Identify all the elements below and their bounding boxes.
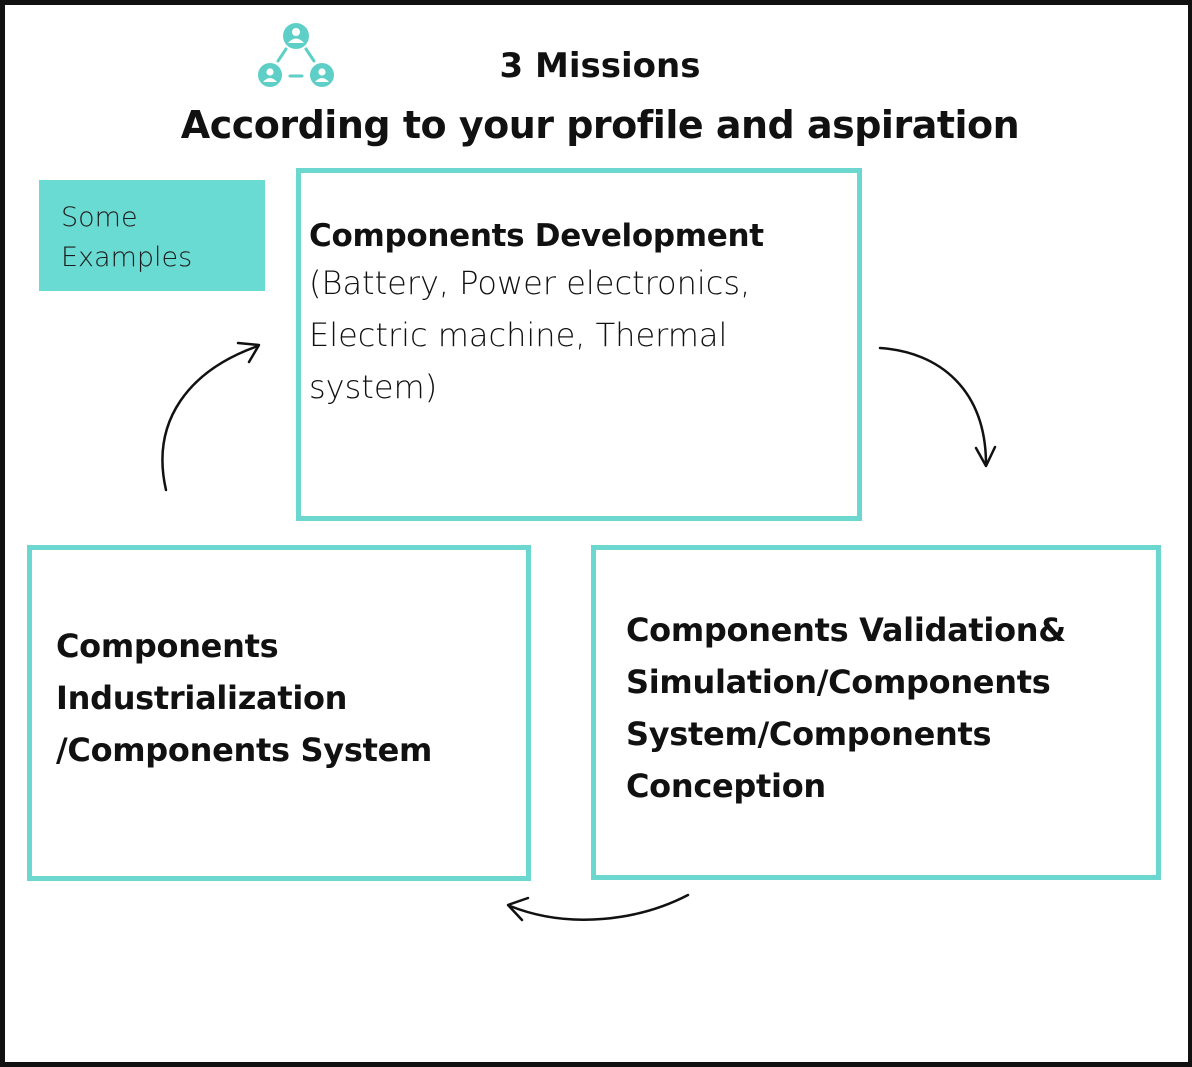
mission-components-development: Components Development (Battery, Power e… [296,168,862,521]
examples-tag-line2: Examples [61,242,193,273]
mission-components-industrialization: Components Industrialization /Components… [27,545,531,881]
mission-body-development: (Battery, Power electronics, Electric ma… [309,264,751,406]
people-network-icon [258,23,334,87]
mission-title-industrialization: Components Industrialization /Components… [56,627,433,769]
mission-components-validation: Components Validation& Simulation/Compon… [591,545,1161,880]
examples-tag: Some Examples [39,180,265,291]
page-title: 3 Missions [499,46,701,86]
page-subtitle: According to your profile and aspiration [180,103,1020,147]
mission-title-validation: Components Validation& Simulation/Compon… [626,611,1066,805]
mission-title-development: Components Development [309,218,764,254]
examples-tag-line1: Some [61,202,138,233]
